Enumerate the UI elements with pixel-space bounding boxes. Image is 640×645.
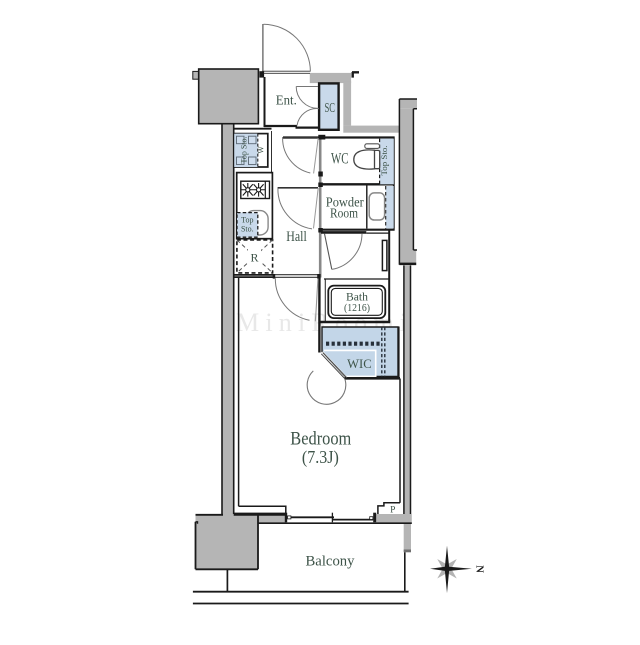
svg-text:Sto.: Sto.: [241, 225, 254, 234]
svg-text:(7.3J): (7.3J): [302, 447, 339, 468]
svg-text:Hall: Hall: [286, 229, 307, 245]
svg-text:R: R: [250, 251, 258, 265]
svg-text:Bath: Bath: [346, 292, 368, 304]
svg-text:Top Sto.: Top Sto.: [240, 137, 249, 164]
svg-text:Ent.: Ent.: [276, 94, 297, 109]
svg-text:Balcony: Balcony: [306, 554, 355, 570]
svg-text:Bedroom: Bedroom: [290, 428, 351, 449]
svg-text:N: N: [474, 565, 485, 573]
svg-text:Top: Top: [241, 216, 253, 225]
svg-text:WC: WC: [331, 150, 349, 167]
svg-text:W: W: [256, 146, 265, 154]
svg-text:WIC: WIC: [347, 356, 372, 371]
svg-text:Room: Room: [330, 206, 358, 221]
svg-text:(1216): (1216): [344, 303, 370, 314]
svg-text:SC: SC: [324, 101, 335, 116]
svg-text:Powder: Powder: [326, 194, 364, 209]
svg-text:P: P: [390, 505, 395, 515]
svg-text:Top Sto.: Top Sto.: [380, 146, 389, 176]
